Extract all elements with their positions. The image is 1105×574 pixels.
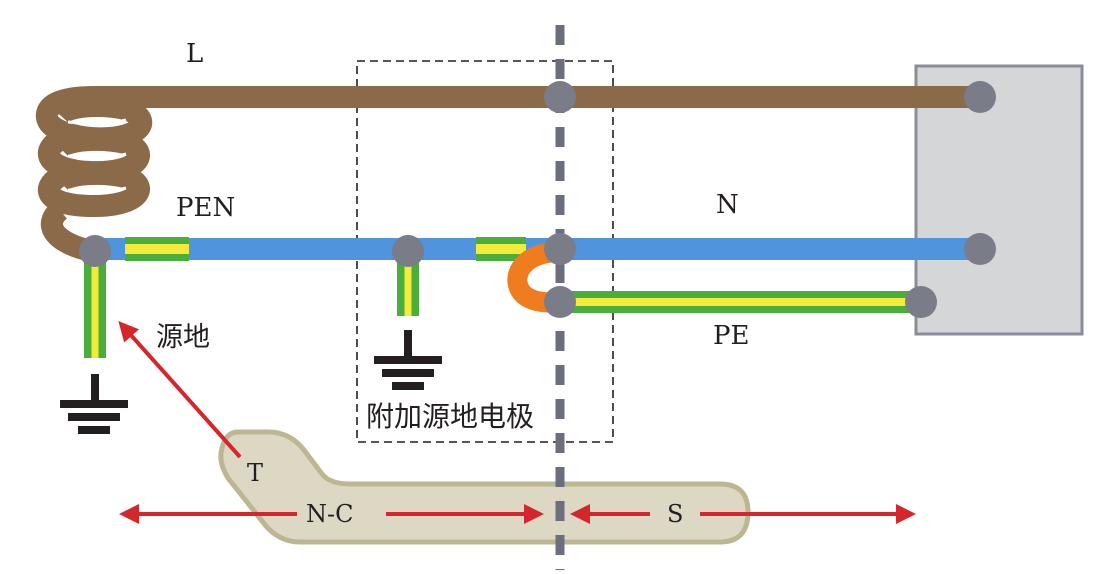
source-ground-icon xyxy=(60,374,128,434)
label-source-earth: 源地 xyxy=(156,322,210,353)
label-system-s: S xyxy=(667,500,684,528)
label-pen: PEN xyxy=(176,193,236,223)
label-neutral: N xyxy=(716,190,739,220)
additional-ground-icon xyxy=(374,330,442,390)
load-box xyxy=(914,64,1084,336)
label-additional-earth-electrode: 附加源地电极 xyxy=(366,400,535,433)
arrow-to-source-earth xyxy=(118,321,242,459)
line-conductor xyxy=(35,86,980,263)
label-system-t: T xyxy=(247,459,264,487)
range-arrows xyxy=(118,321,916,524)
pen-marking-sleeves xyxy=(125,237,526,261)
pen-split-bridge xyxy=(507,242,561,313)
connection-nodes xyxy=(79,81,996,318)
label-system-nc: N-C xyxy=(300,502,360,526)
label-pe: PE xyxy=(713,321,750,351)
label-line: L xyxy=(186,39,204,69)
